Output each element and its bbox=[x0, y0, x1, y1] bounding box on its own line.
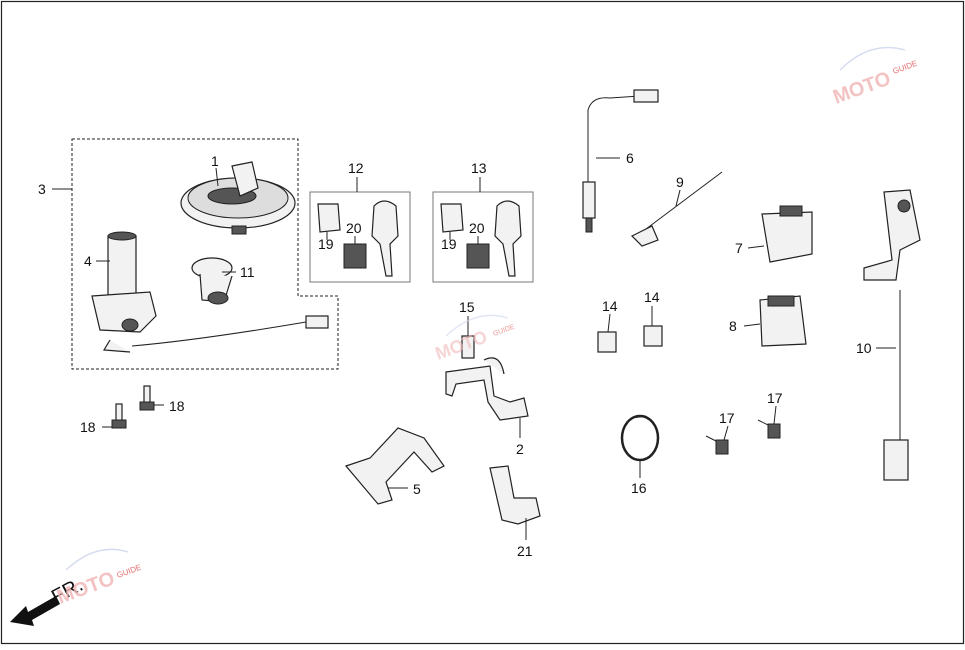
clamp-16-part bbox=[620, 414, 660, 462]
callout-10: 10 bbox=[856, 340, 872, 356]
assembly-boundary bbox=[71, 138, 339, 370]
callout-7: 7 bbox=[735, 240, 743, 256]
callout-8: 8 bbox=[729, 318, 737, 334]
watermark-text: MOTO bbox=[433, 327, 490, 364]
callout-12: 12 bbox=[348, 160, 364, 176]
callout-3: 3 bbox=[38, 181, 46, 197]
harness-bracket-10-part bbox=[863, 189, 921, 481]
relay-7-part bbox=[761, 205, 813, 263]
watermark-subtext: GUIDE bbox=[492, 324, 516, 338]
bracket-21-part bbox=[489, 465, 541, 525]
lock-cylinder-part bbox=[191, 257, 233, 305]
callout-1: 1 bbox=[211, 153, 219, 169]
callout-14-left: 14 bbox=[602, 298, 618, 314]
front-arrow-icon bbox=[10, 596, 60, 626]
callout-19-kit13: 19 bbox=[441, 236, 457, 252]
watermark-subtext: GUIDE bbox=[892, 59, 919, 76]
callout-4: 4 bbox=[84, 253, 92, 269]
watermark-text: MOTO bbox=[54, 568, 118, 609]
callout-5: 5 bbox=[413, 481, 421, 497]
callout-15: 15 bbox=[459, 299, 475, 315]
callout-13: 13 bbox=[471, 160, 487, 176]
callout-16: 16 bbox=[631, 480, 647, 496]
watermark-swoosh-icon bbox=[445, 314, 509, 337]
watermark-swoosh-icon bbox=[65, 548, 129, 571]
callout-18-upper: 18 bbox=[169, 398, 185, 414]
fuse-14-parts bbox=[597, 325, 663, 353]
bracket-5-part bbox=[344, 427, 445, 505]
key-kit-12-parts bbox=[317, 200, 399, 277]
leader-lines bbox=[52, 157, 896, 540]
callout-6: 6 bbox=[626, 150, 634, 166]
callout-17-left: 17 bbox=[719, 410, 735, 426]
bracket-2-parts bbox=[445, 335, 529, 421]
watermark-subtext: GUIDE bbox=[116, 563, 143, 580]
callout-21: 21 bbox=[517, 543, 533, 559]
callout-2: 2 bbox=[516, 441, 524, 457]
callout-11: 11 bbox=[240, 264, 255, 280]
watermark-swoosh-icon bbox=[839, 46, 906, 71]
key-kit-box-13 bbox=[432, 191, 534, 283]
sensor-6-part bbox=[582, 89, 659, 233]
relay-8-part bbox=[759, 295, 807, 347]
bolt-17-parts bbox=[705, 419, 781, 455]
callout-labels: 1 2 3 4 5 6 7 8 9 10 11 12 13 14 14 15 1… bbox=[38, 150, 872, 559]
callout-14-right: 14 bbox=[644, 289, 660, 305]
callout-9: 9 bbox=[676, 174, 684, 190]
key-kit-box-12 bbox=[309, 191, 411, 283]
callout-19-kit12: 19 bbox=[318, 236, 334, 252]
bolt-18-parts bbox=[111, 385, 155, 429]
watermark-text: MOTO bbox=[830, 68, 894, 109]
callout-17-right: 17 bbox=[767, 390, 783, 406]
watermark-logo-top: MOTO GUIDE bbox=[830, 46, 919, 109]
callout-20-kit13: 20 bbox=[469, 220, 485, 236]
callout-20-kit12: 20 bbox=[346, 220, 362, 236]
fuel-cap-lock-part bbox=[180, 161, 296, 235]
ignition-switch-part bbox=[91, 231, 329, 353]
cable-tie-9-part bbox=[630, 171, 723, 247]
callout-18-lower: 18 bbox=[80, 419, 96, 435]
key-kit-13-parts bbox=[440, 200, 522, 277]
